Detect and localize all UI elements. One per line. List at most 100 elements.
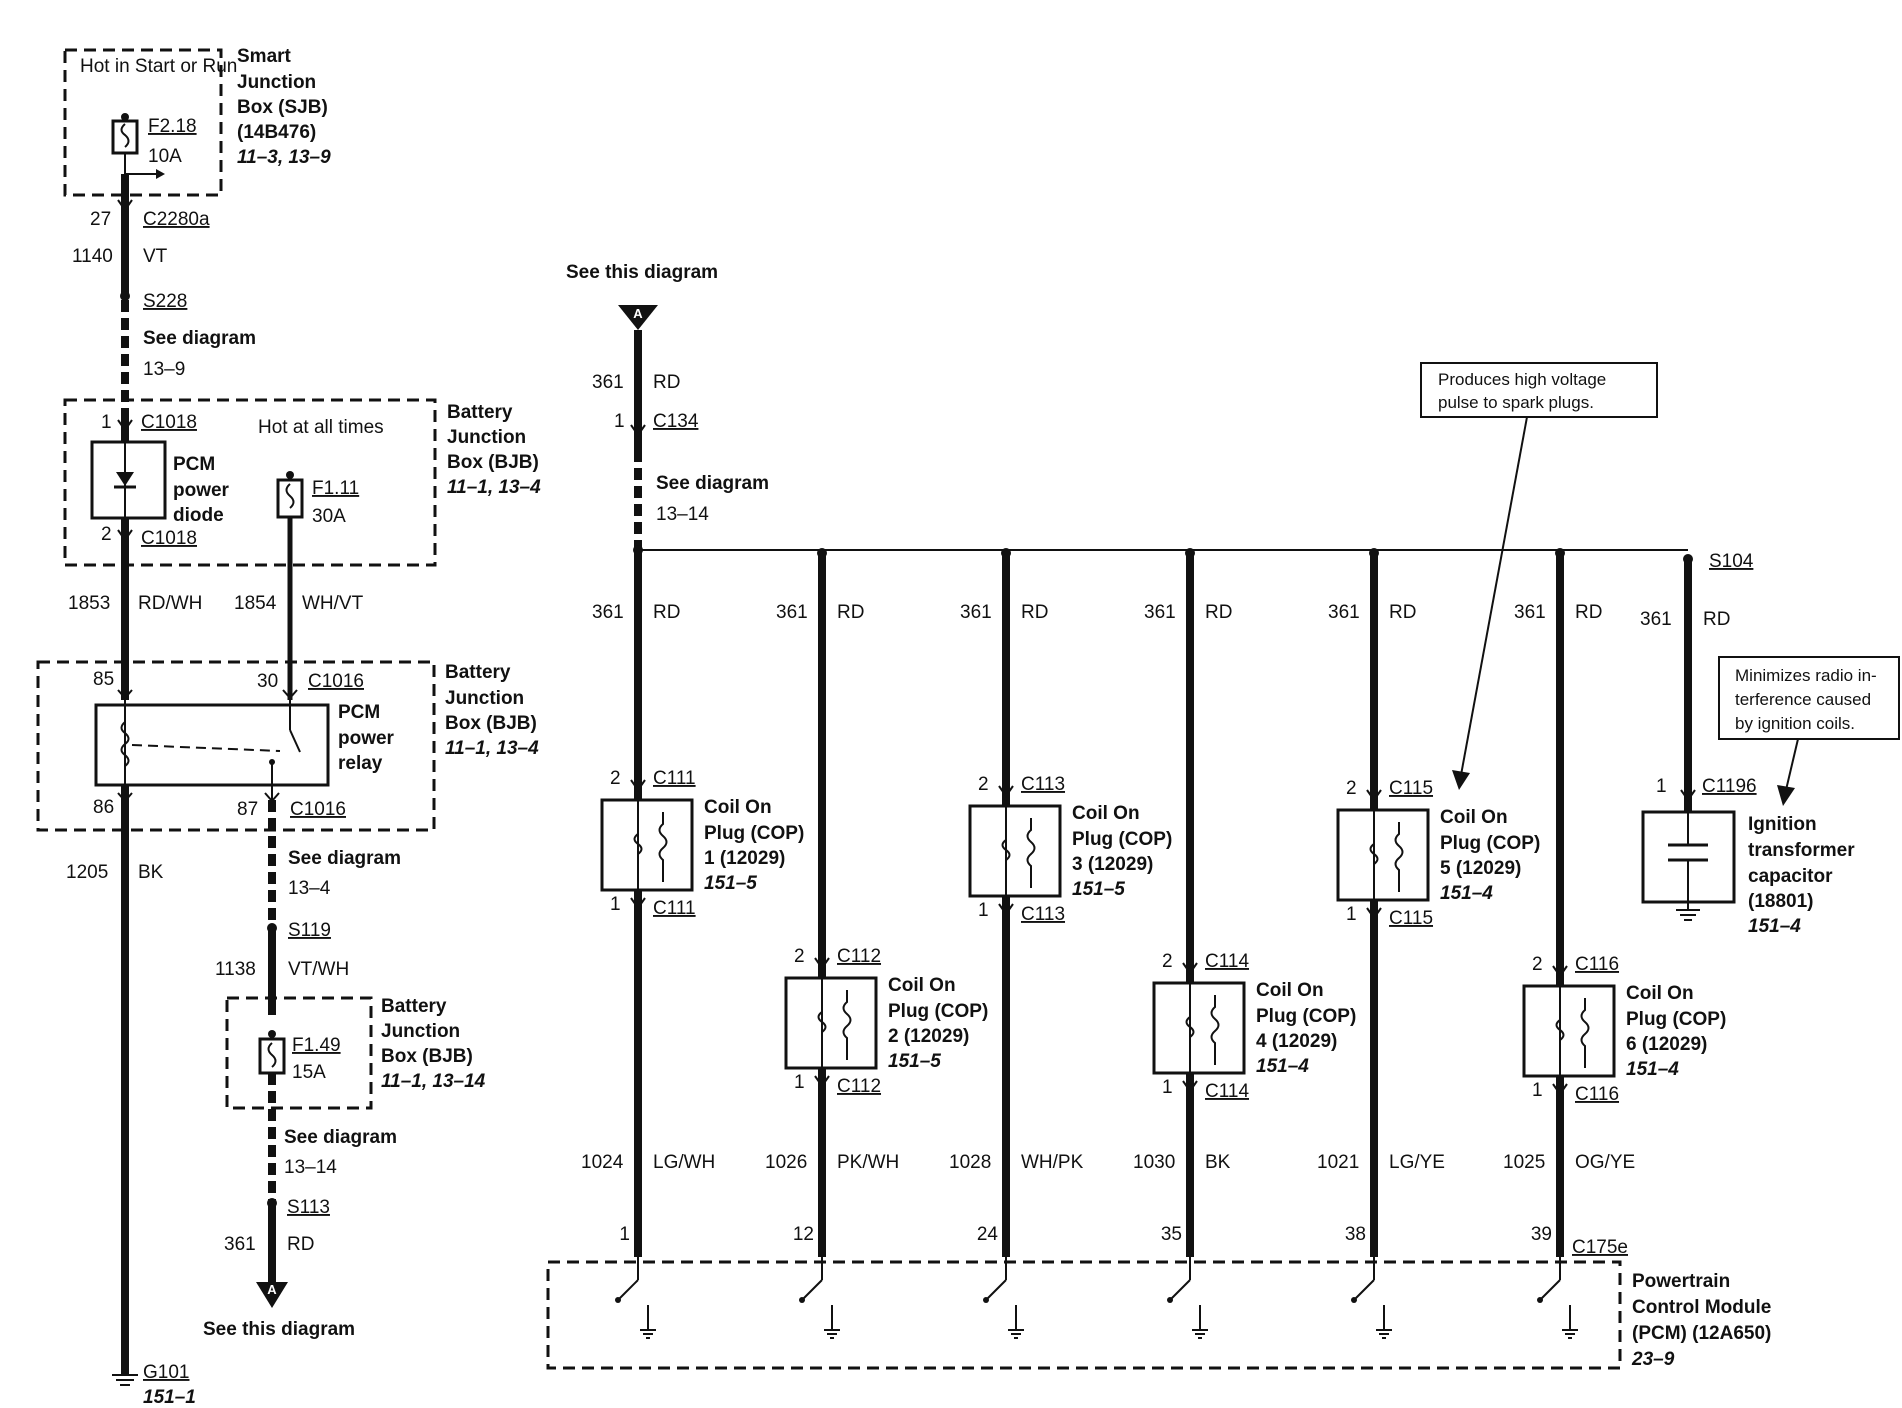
svg-text:Junction: Junction: [237, 72, 316, 93]
coil-ref: 151–5: [704, 873, 757, 894]
relay-pin-86: 86: [93, 797, 114, 818]
pcm-switch-contact: [1537, 1297, 1543, 1303]
coil-name-line-2: Plug (COP): [888, 1001, 988, 1022]
leader-hv-arrow-icon: [1452, 770, 1470, 790]
coil-name-line-2: Plug (COP): [1072, 829, 1172, 850]
coil-winding-2: [1580, 998, 1590, 1068]
f149-amp: 15A: [292, 1062, 326, 1083]
coil-name-line-3: 3 (12029): [1072, 854, 1153, 875]
coil-bottom-pin: 1: [1346, 904, 1357, 925]
bjb-box-3: [225, 996, 373, 1110]
see-diagram-3: See diagram: [284, 1127, 397, 1148]
connector-top-mark: [1366, 789, 1382, 802]
coil-winding-1: [817, 1011, 827, 1033]
svg-text:Battery: Battery: [445, 662, 511, 683]
pcm-switch: [801, 1279, 823, 1301]
coil-name-line-1: Coil On: [1256, 980, 1324, 1001]
coil-name-line-1: Coil On: [1626, 983, 1694, 1004]
pcm-box: [546, 1260, 1622, 1370]
coil-top-connector: C113: [1021, 774, 1065, 795]
pcm-switch-contact: [1167, 1297, 1173, 1303]
branch-wire-num: 361: [1144, 602, 1176, 623]
svg-text:Smart: Smart: [237, 46, 292, 67]
coil-name-line-3: 1 (12029): [704, 848, 785, 869]
ignition-capacitor: [1641, 810, 1736, 910]
coil-name-line-1: Coil On: [1440, 807, 1508, 828]
svg-text:PCM: PCM: [338, 702, 380, 723]
pcm-power-diode: [90, 440, 167, 520]
pcm-power-relay: [94, 700, 330, 800]
c1016-top-label: C1016: [308, 671, 364, 692]
note-radio-line-1: Minimizes radio in-: [1735, 666, 1877, 685]
pcm-pin: 12: [793, 1224, 814, 1245]
svg-text:Junction: Junction: [445, 688, 524, 709]
wire-361-left-num: 361: [224, 1234, 256, 1255]
see-diagram-1: See diagram: [143, 328, 256, 349]
connector-top-mark: [998, 785, 1014, 798]
pcm-wire-num: 1030: [1133, 1152, 1175, 1173]
branch-wire-num: 361: [1328, 602, 1360, 623]
svg-text:(18801): (18801): [1748, 891, 1814, 912]
svg-text:11–1, 13–14: 11–1, 13–14: [381, 1071, 486, 1092]
branch-wire-num: 361: [592, 602, 624, 623]
c1018-bottom-label: C1018: [141, 528, 197, 549]
branch-wire-color: RD: [1021, 602, 1048, 623]
see-diagram-1-ref: 13–9: [143, 359, 185, 380]
coil-ref: 151–5: [1072, 879, 1125, 900]
fuse-f218: [111, 113, 165, 179]
s113-label: S113: [287, 1197, 330, 1218]
g101-ref: 151–1: [143, 1387, 196, 1408]
coil-winding-2: [1026, 818, 1036, 888]
pcm-wire-color: BK: [1205, 1152, 1231, 1173]
branch-wire-color: RD: [1205, 602, 1232, 623]
pcm-wire-num: 1026: [765, 1152, 807, 1173]
branch-wire-color: RD: [1575, 602, 1602, 623]
pcm-wire-num: 1021: [1317, 1152, 1359, 1173]
svg-text:(14B476): (14B476): [237, 122, 316, 143]
pcm-wire-color: WH/PK: [1021, 1152, 1084, 1173]
pcm-title: Powertrain Control Module (PCM) (12A650)…: [1631, 1271, 1771, 1370]
see-diagram-right: See diagram: [656, 473, 769, 494]
coil-top-connector: C111: [653, 768, 696, 789]
bjb1-title: Battery Junction Box (BJB) 11–1, 13–4: [447, 402, 541, 498]
coil-name-line-3: 2 (12029): [888, 1026, 969, 1047]
coil-top-pin: 2: [794, 946, 805, 967]
coil-top-pin: 2: [1532, 954, 1543, 975]
relay-pin-30: 30: [257, 671, 278, 692]
note-high-voltage: [1420, 362, 1658, 418]
cap-wire-num: 361: [1640, 609, 1672, 630]
svg-text:Control Module: Control Module: [1632, 1297, 1771, 1318]
svg-text:23–9: 23–9: [1631, 1349, 1675, 1370]
coil-name-line-1: Coil On: [704, 797, 772, 818]
branch-wire-num: 361: [960, 602, 992, 623]
c2280a-label: C2280a: [143, 209, 210, 230]
cap-name: Ignition transformer capacitor (18801) 1…: [1748, 814, 1855, 937]
branch-wire-num: 361: [776, 602, 808, 623]
svg-text:11–1, 13–4: 11–1, 13–4: [447, 477, 541, 498]
coil-winding-2: [842, 990, 852, 1060]
pcm-switch-contact: [1351, 1297, 1357, 1303]
arrow-a-down-icon: [256, 1282, 288, 1308]
leader-hv: [1460, 416, 1528, 776]
connector-top-mark: [1552, 965, 1568, 978]
svg-text:11–1, 13–4: 11–1, 13–4: [445, 738, 539, 759]
coil-bottom-connector: C113: [1021, 904, 1065, 925]
relay-pin-85: 85: [93, 669, 114, 690]
sjb-title: Smart Junction Box (SJB) (14B476) 11–3, …: [237, 46, 331, 168]
coil-ref: 151–5: [888, 1051, 941, 1072]
coil-name-line-2: Plug (COP): [1440, 833, 1540, 854]
coil-name-line-3: 4 (12029): [1256, 1031, 1337, 1052]
branch-wire-num: 361: [1514, 602, 1546, 623]
see-this-diagram-right: See this diagram: [566, 262, 718, 283]
coil-winding-1: [633, 833, 643, 855]
wire-1138-color: VT/WH: [288, 959, 349, 980]
coil-bottom-connector: C114: [1205, 1081, 1249, 1102]
ground-capacitor-icon: [1676, 909, 1700, 921]
pcm-switch-contact: [983, 1297, 989, 1303]
c1196-mark: [1680, 789, 1696, 802]
c1196-label: C1196: [1702, 776, 1757, 797]
